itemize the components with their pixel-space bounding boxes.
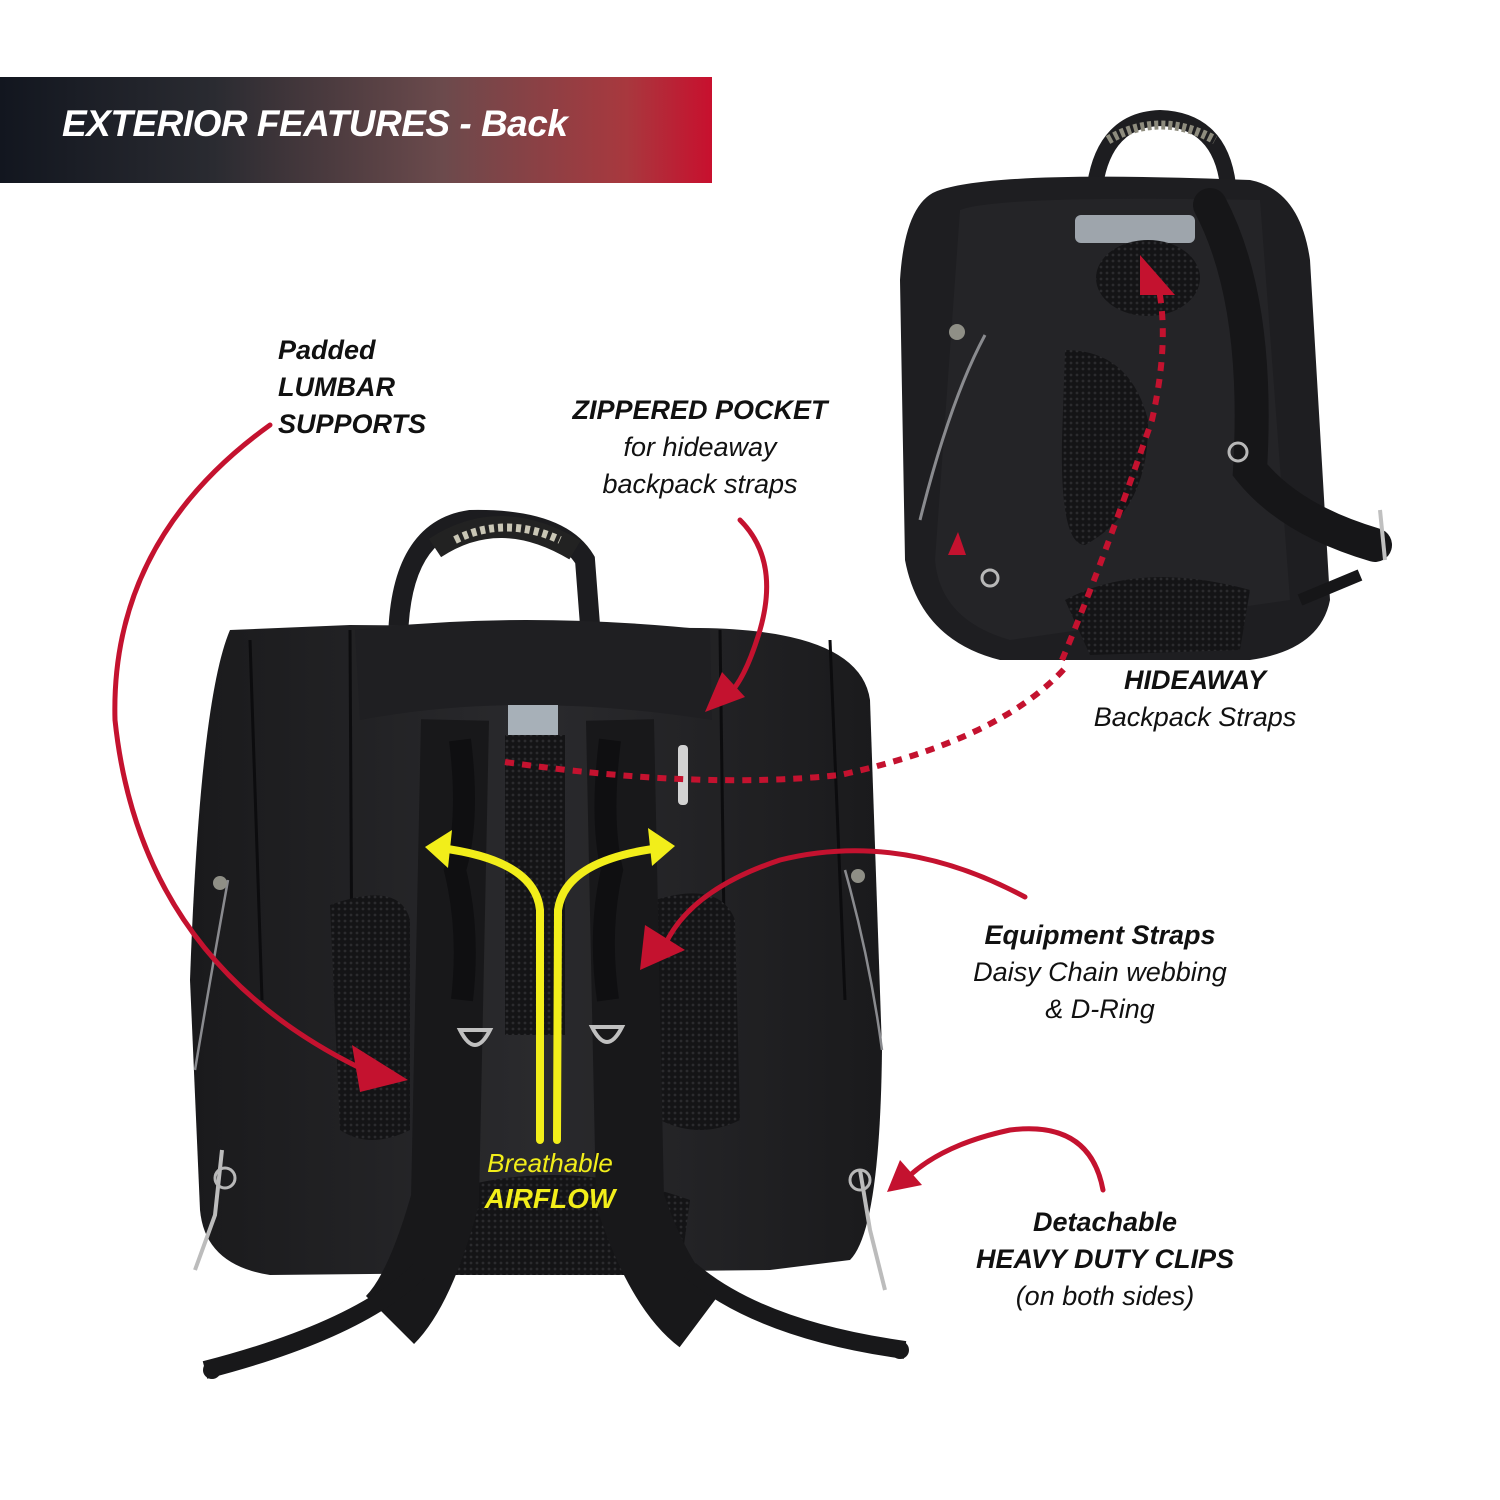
arrow-equipment-straps	[662, 848, 1028, 948]
arrow-lumbar-head	[352, 1045, 408, 1092]
callout-zippered-title: ZIPPERED POCKET	[572, 395, 828, 425]
main-backpack-image	[190, 509, 909, 1379]
callout-equipment-title: Equipment Straps	[984, 920, 1216, 950]
airflow-right-arrowhead	[648, 828, 675, 866]
arrow-clips	[902, 1126, 1106, 1193]
header-banner: EXTERIOR FEATURES - Back	[0, 77, 712, 183]
arrow-zippered-pocket-head	[705, 672, 745, 712]
callout-lumbar-line2: LUMBAR	[278, 372, 395, 402]
callout-zippered-pocket: ZIPPERED POCKET for hideaway backpack st…	[540, 392, 860, 503]
airflow-line1: Breathable	[487, 1148, 613, 1178]
arrow-lumbar	[112, 422, 363, 1071]
arrow-equipment-straps-head	[640, 925, 685, 970]
callout-lumbar-supports: Padded LUMBAR SUPPORTS	[278, 332, 426, 443]
airflow-left-arrowhead	[425, 830, 452, 868]
callout-lumbar-line1: Padded	[278, 335, 376, 365]
arrow-clips-head	[887, 1160, 922, 1192]
airflow-line2: AIRFLOW	[484, 1183, 616, 1214]
callout-breathable-airflow: Breathable AIRFLOW	[460, 1145, 640, 1217]
callout-clips-title: Detachable	[1032, 1207, 1178, 1237]
callout-heavy-duty-clips: Detachable HEAVY DUTY CLIPS (on both sid…	[945, 1204, 1265, 1315]
callout-equipment-line2: Daisy Chain webbing	[973, 957, 1227, 987]
callout-zippered-line3: backpack straps	[602, 469, 798, 499]
callout-clips-line2: HEAVY DUTY CLIPS	[975, 1244, 1235, 1274]
callout-equipment-straps: Equipment Straps Daisy Chain webbing & D…	[945, 917, 1255, 1028]
callout-clips-line3: (on both sides)	[1015, 1281, 1195, 1311]
inset-backpack-image	[900, 109, 1392, 662]
callout-hideaway: HIDEAWAY Backpack Straps	[1060, 662, 1330, 736]
airflow-arrows	[436, 844, 664, 1144]
callout-hideaway-line2: Backpack Straps	[1093, 702, 1297, 732]
banner-title: EXTERIOR FEATURES - Back	[62, 103, 568, 144]
callout-lumbar-line3: SUPPORTS	[278, 409, 427, 439]
callout-hideaway-title: HIDEAWAY	[1123, 665, 1266, 695]
callout-equipment-line3: & D-Ring	[1045, 994, 1155, 1024]
callout-zippered-line2: for hideaway	[623, 432, 777, 462]
arrow-zippered-pocket	[725, 517, 770, 698]
